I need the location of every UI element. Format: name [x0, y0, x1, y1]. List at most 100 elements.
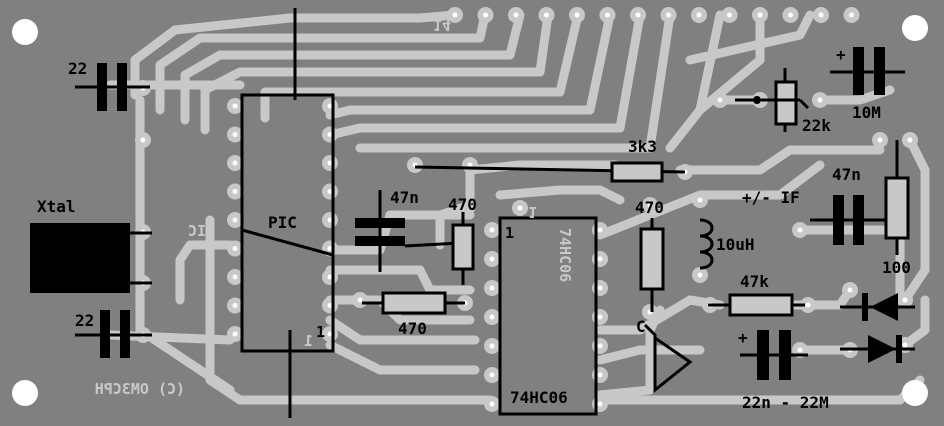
- label-22-bottom: 22: [75, 311, 94, 330]
- drill-hole: [232, 217, 238, 223]
- label-pic: PIC: [268, 213, 297, 232]
- drill-hole: [232, 189, 238, 194]
- resistor-3k3: [414, 161, 686, 183]
- label-plus-minus-if: +/- IF: [742, 188, 800, 207]
- drill-hole: [597, 314, 603, 320]
- drill-hole: [757, 12, 763, 18]
- resistor-47k: [708, 293, 805, 317]
- ic-pin1-mirrored: 1: [528, 203, 537, 221]
- label-470-a: 470: [448, 195, 477, 214]
- drill-hole: [788, 12, 793, 18]
- drill-hole: [797, 227, 803, 233]
- capacitor-22-top: [75, 63, 150, 111]
- drill-hole: [805, 302, 811, 308]
- drill-hole: [597, 343, 603, 349]
- triangle-symbol: [643, 323, 693, 394]
- drill-hole: [727, 12, 732, 18]
- drill-hole: [327, 160, 333, 166]
- label-47k: 47k: [740, 272, 769, 291]
- diode-bottom: [840, 335, 915, 363]
- drill-hole: [697, 197, 703, 203]
- mounting-holes: [12, 15, 928, 406]
- resistor-100: [884, 140, 910, 255]
- drill-hole: [327, 132, 333, 137]
- inductor-10uh: [699, 218, 714, 270]
- drill-hole: [697, 272, 703, 278]
- label-22k: 22k: [802, 116, 831, 135]
- drill-hole: [452, 12, 458, 18]
- resistor-470-a: [451, 212, 475, 285]
- drill-hole: [327, 103, 333, 109]
- drill-hole: [902, 342, 908, 348]
- drill-hole: [467, 162, 473, 168]
- copyright-text-mirrored: (C) OM3CPH: [95, 380, 185, 398]
- capacitor-22n-22m: [740, 330, 808, 380]
- label-470-b: 470: [398, 319, 427, 338]
- drill-hole: [140, 137, 146, 143]
- mounting-hole-bottom-left: [12, 380, 38, 406]
- drill-hole: [489, 372, 495, 378]
- pic-text-mirrored: PIC: [188, 222, 215, 240]
- drill-hole: [797, 347, 803, 353]
- drill-hole: [232, 160, 238, 166]
- drill-hole: [327, 189, 333, 194]
- drill-hole: [597, 372, 603, 378]
- drill-hole: [877, 137, 883, 143]
- drill-hole: [232, 246, 238, 251]
- drill-hole: [513, 12, 519, 18]
- drill-hole: [635, 12, 641, 18]
- drill-hole: [818, 12, 824, 18]
- capacitor-47n-right: [810, 195, 885, 245]
- drill-hole: [327, 331, 333, 337]
- label-22-top: 22: [68, 59, 87, 78]
- drill-hole: [327, 303, 333, 308]
- drill-hole: [647, 202, 653, 208]
- label-c: C: [636, 317, 646, 336]
- drill-hole: [327, 274, 333, 280]
- label-xtal: Xtal: [37, 197, 76, 216]
- components: 22 Xtal 22 PIC 1 4: [30, 8, 915, 418]
- drill-hole: [232, 274, 238, 280]
- mounting-hole-top-left: [12, 19, 38, 45]
- label-47n-right: 47n: [832, 165, 861, 184]
- trimmer-22k: [735, 68, 810, 132]
- pic-pin1-mirrored: 1: [304, 332, 313, 350]
- label-22n-22m: 22n - 22M: [742, 393, 829, 412]
- drill-hole: [605, 12, 610, 18]
- drill-hole: [483, 12, 488, 18]
- label-ic-pin1: 1: [505, 224, 514, 242]
- drill-hole: [902, 297, 908, 303]
- drill-hole: [489, 314, 495, 320]
- drill-hole: [544, 12, 549, 18]
- drill-hole: [817, 97, 823, 103]
- drill-hole: [597, 285, 603, 291]
- mirrored-copper-text: (C) OM3CPH PIC 74HC06 14 1 1: [95, 16, 574, 398]
- drill-hole: [489, 227, 495, 233]
- drill-hole: [232, 103, 238, 109]
- drill-hole: [327, 217, 333, 223]
- drill-hole: [849, 12, 854, 18]
- label-470-c: 470: [635, 198, 664, 217]
- mounting-hole-top-right: [902, 15, 928, 41]
- drill-hole: [574, 12, 580, 18]
- drill-hole: [489, 285, 495, 291]
- drill-hole: [327, 246, 333, 251]
- pic-microcontroller: [240, 8, 335, 418]
- drill-hole: [907, 137, 913, 143]
- drill-hole: [517, 205, 523, 211]
- capacitor-22-bottom: [75, 310, 152, 358]
- capacitor-47n-left: [355, 190, 461, 272]
- drill-hole: [357, 297, 363, 303]
- drill-hole: [232, 303, 238, 308]
- label-100: 100: [882, 258, 911, 277]
- label-plus-a: +: [836, 45, 846, 64]
- label-47n-left: 47n: [390, 188, 419, 207]
- drill-hole: [597, 401, 603, 407]
- mounting-hole-bottom-right: [902, 380, 928, 406]
- ic-74hc06: [498, 216, 598, 416]
- diode-top: [840, 293, 915, 321]
- drill-hole: [696, 12, 702, 18]
- capacitor-10m: [830, 47, 905, 95]
- label-3k3: 3k3: [628, 137, 657, 156]
- label-10uh: 10uH: [716, 235, 755, 254]
